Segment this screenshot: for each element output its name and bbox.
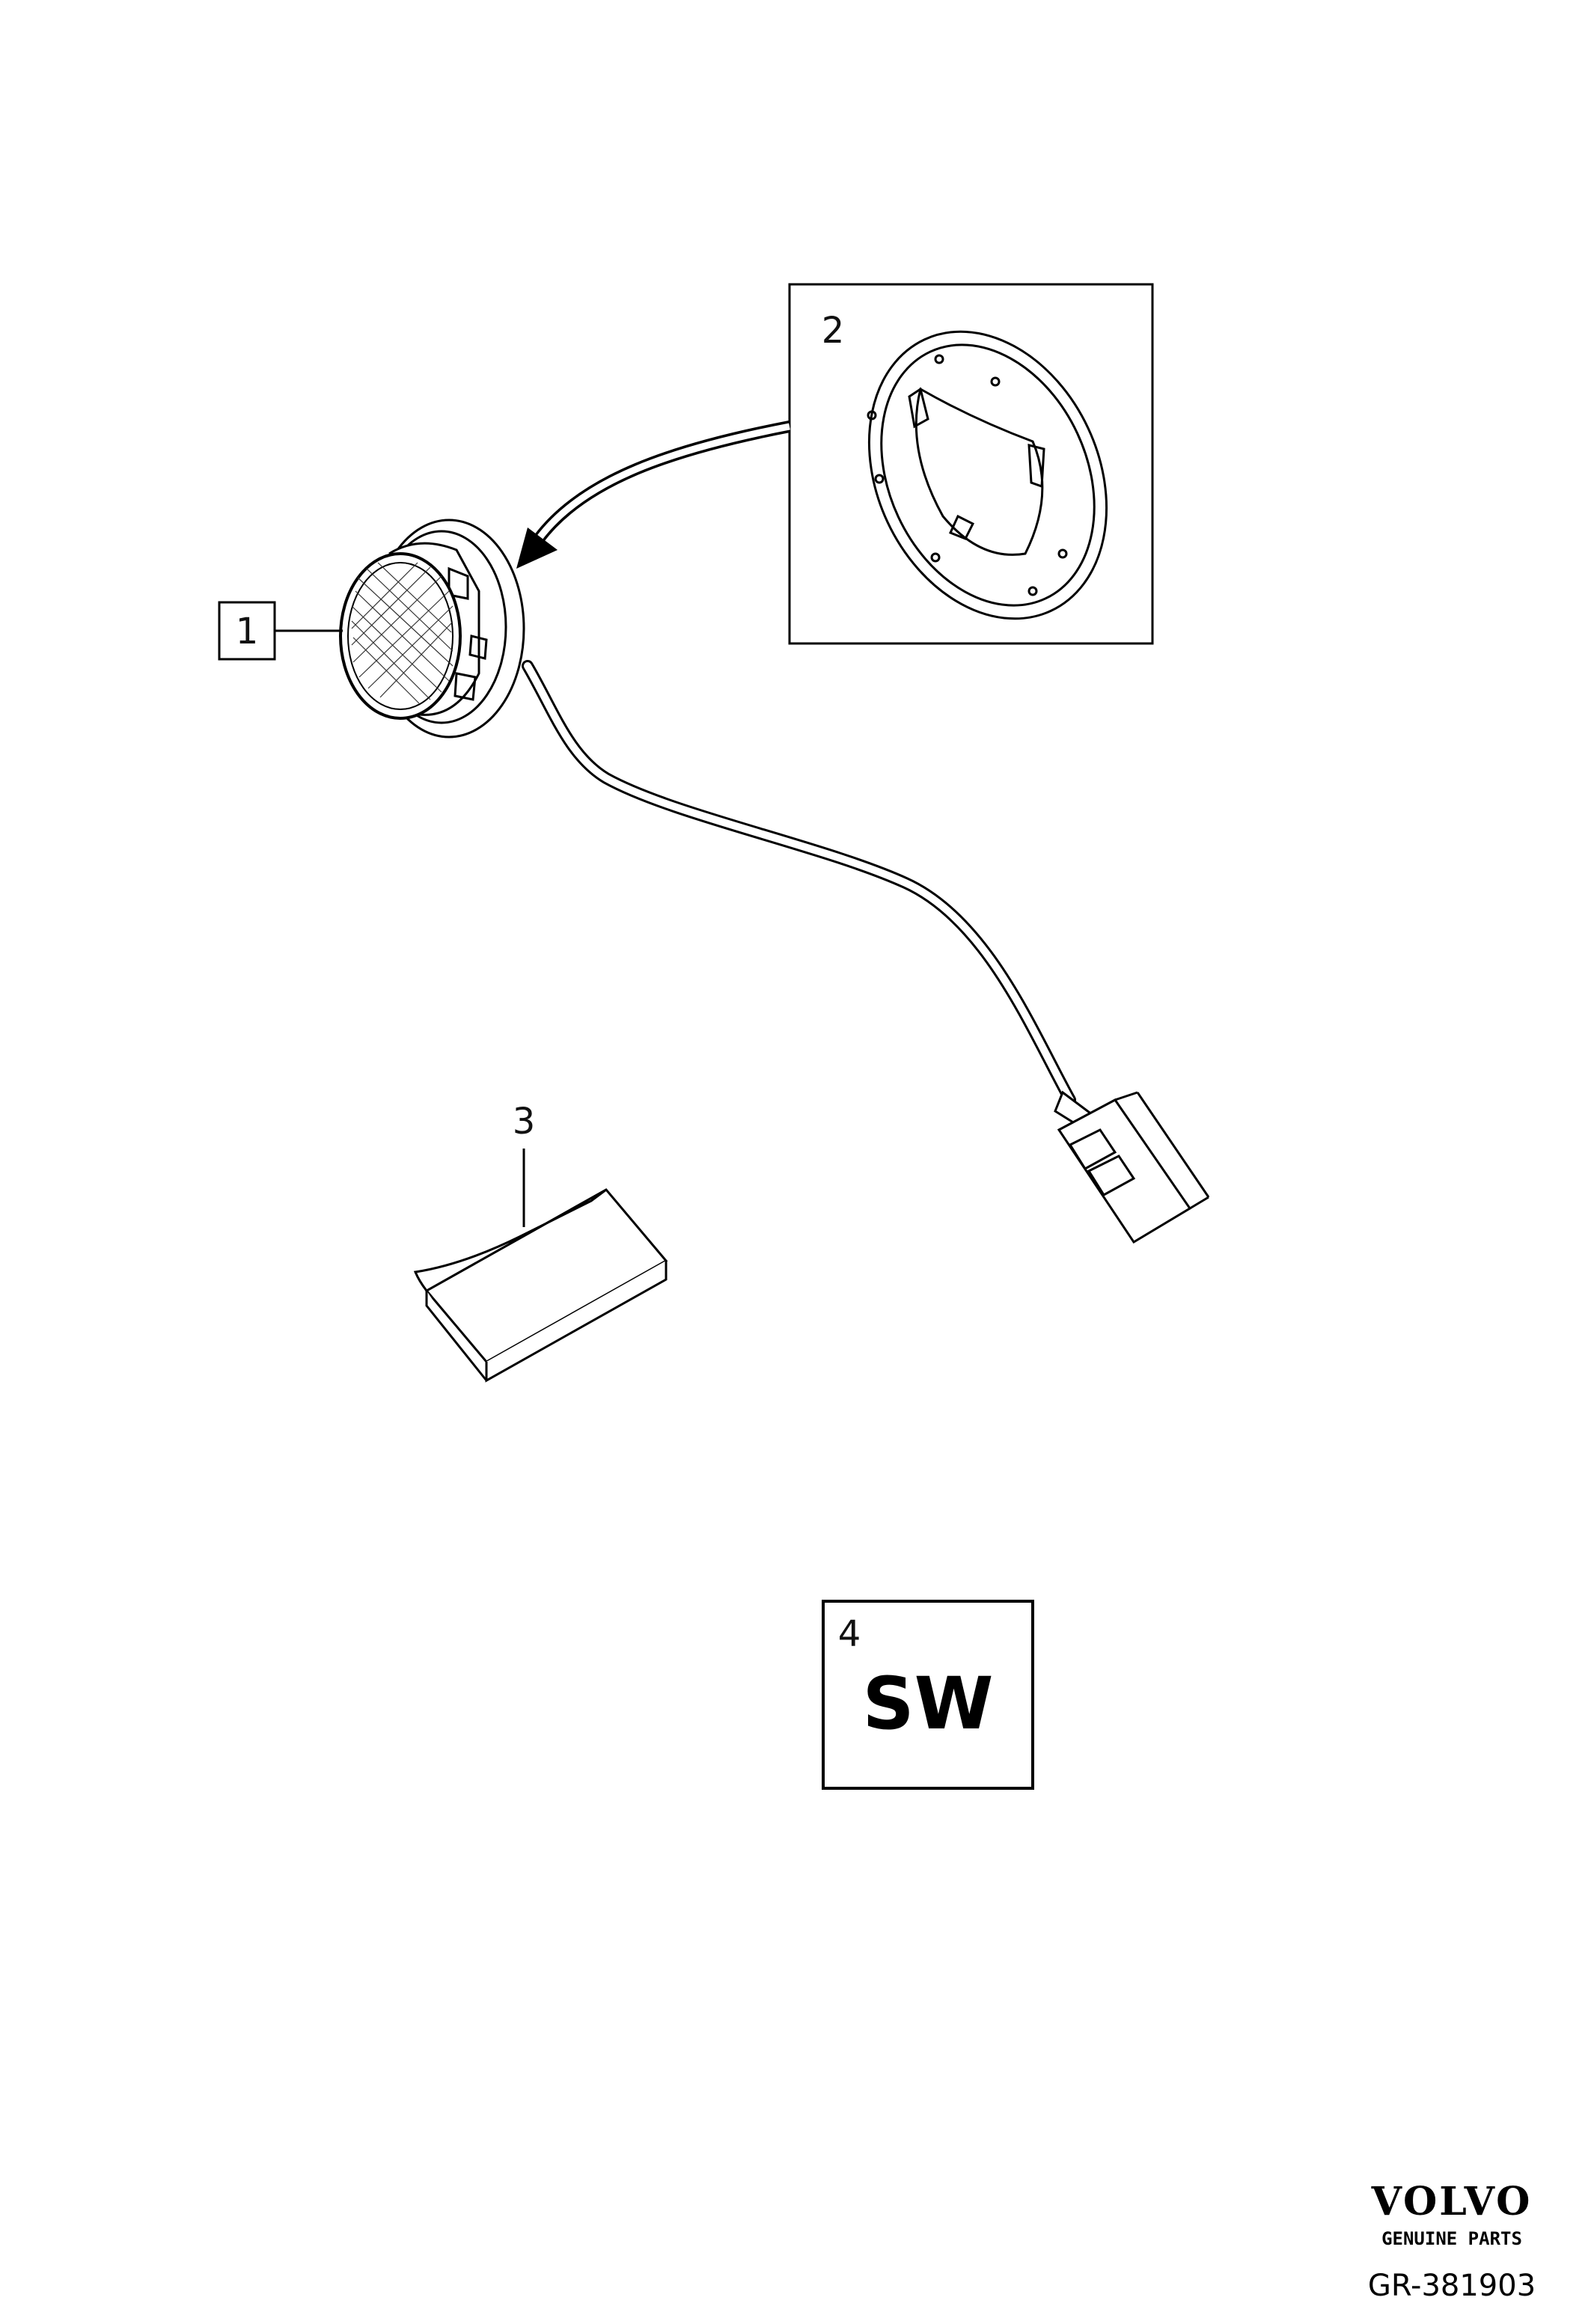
callout-4: 4 [838, 1613, 861, 1655]
cable [522, 660, 1076, 1106]
callout-1: 1 [236, 611, 259, 652]
reference-number: GR-381903 [1368, 2269, 1536, 2303]
brand-logo: VOLVO [1371, 2179, 1533, 2224]
software-label: SW [862, 1662, 993, 1746]
software-box-4 [822, 1600, 1034, 1790]
connector [1054, 1090, 1210, 1244]
callout-3: 3 [513, 1101, 536, 1143]
adhesive-pad [413, 1188, 668, 1383]
callout-2: 2 [822, 310, 845, 352]
brand-tagline: GENUINE PARTS [1381, 2228, 1522, 2249]
lens-grid [351, 562, 454, 704]
assembly-arrow [534, 421, 791, 542]
arrow-head [516, 528, 558, 569]
callout-box-1 [218, 601, 276, 661]
lamp-unit [339, 519, 525, 739]
mounting-ring [867, 330, 1108, 620]
